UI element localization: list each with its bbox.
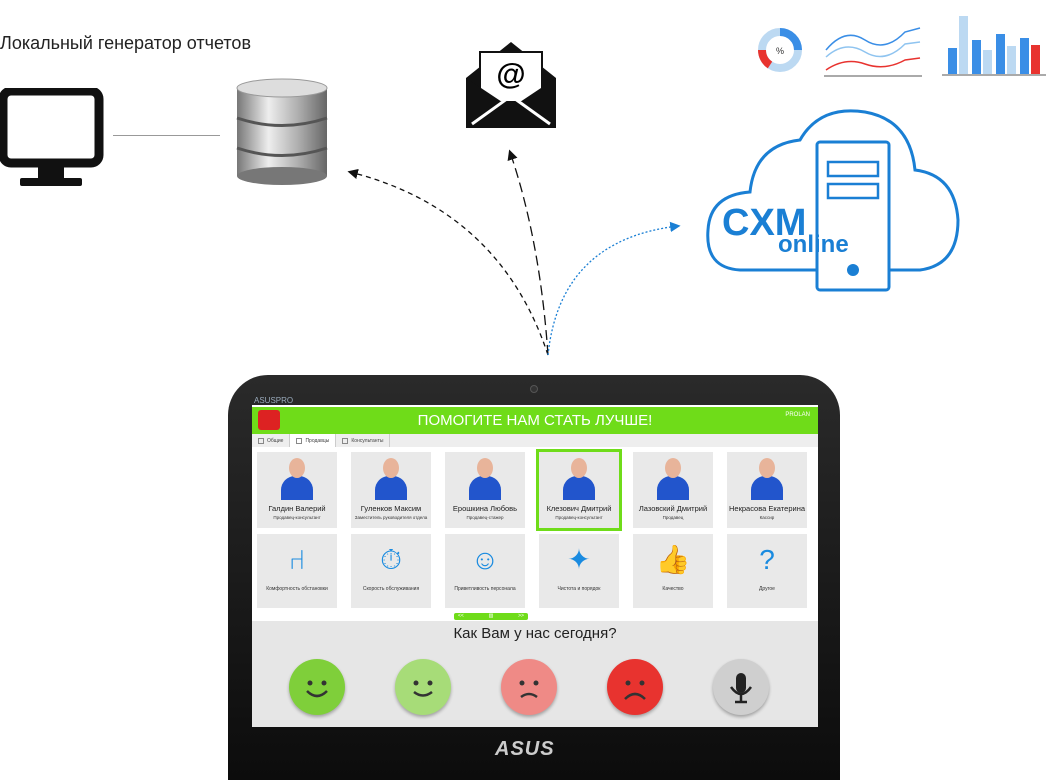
staff-card[interactable]: Галдин Валерий Продавец-консультант xyxy=(257,452,337,528)
donut-label: % xyxy=(776,46,784,56)
thumbs-up-icon: 👍 xyxy=(655,544,691,575)
staff-name: Некрасова Екатерина xyxy=(728,504,806,513)
staff-role: Продавец-консультант xyxy=(555,515,603,520)
asus-logo: ASUS xyxy=(495,738,555,760)
category-card[interactable]: ☺ Приветливость персонала xyxy=(445,534,525,608)
svg-text:@: @ xyxy=(496,58,525,91)
category-card[interactable]: ⑁ Комфортность обстановки xyxy=(257,534,337,608)
staff-card[interactable]: Лазовский Дмитрий Продавец xyxy=(633,452,713,528)
face-icon xyxy=(413,680,433,697)
staff-photo xyxy=(469,458,501,500)
category-label: Комфортность обстановки xyxy=(266,586,328,592)
monitor-icon xyxy=(0,88,104,186)
tab-label: Консультанты xyxy=(351,437,384,444)
feedback-app-screen: ПОМОГИТЕ НАМ СТАТЬ ЛУЧШЕ! PROLAN Общие П… xyxy=(252,405,818,727)
staff-card[interactable]: Гуленков Максим Заместитель руководителя… xyxy=(351,452,431,528)
staff-card[interactable]: Ерошкина Любовь Продавец-стажер xyxy=(445,452,525,528)
face-icon xyxy=(624,680,646,700)
cxm-online-cloud-icon: CXM online xyxy=(706,109,960,292)
tab-label: Общие xyxy=(267,437,284,444)
rating-voice-button[interactable] xyxy=(713,659,769,715)
staff-name: Галдин Валерий xyxy=(268,504,326,513)
staff-name: Гуленков Максим xyxy=(360,504,422,513)
camera xyxy=(530,385,538,393)
staff-photo xyxy=(657,458,689,500)
rating-bad-button[interactable] xyxy=(501,659,557,715)
category-card[interactable]: ? Другое xyxy=(727,534,807,608)
stopwatch-icon: ⏱ xyxy=(380,544,402,575)
pager-next[interactable]: >> xyxy=(518,613,524,619)
email-icon: @ xyxy=(466,42,556,128)
staff-role: Заместитель руководителя отдела xyxy=(354,515,428,520)
staff-icon: ☺ xyxy=(470,544,500,575)
analytics-charts-icon: % xyxy=(757,16,1046,77)
staff-card[interactable]: Клезович Дмитрий Продавец-консультант xyxy=(536,449,622,531)
staff-name: Ерошкина Любовь xyxy=(452,504,518,513)
category-label: Приветливость персонала xyxy=(454,586,516,592)
tab-label: Продавцы xyxy=(305,437,330,444)
armchair-icon: ⑁ xyxy=(288,544,306,575)
face-icon xyxy=(519,680,539,699)
rating-very-good-button[interactable] xyxy=(289,659,345,715)
category-card[interactable]: ⏱ Скорость обслуживания xyxy=(351,534,431,608)
store-logo xyxy=(258,410,280,430)
category-card[interactable]: ✦ Чистота и порядок xyxy=(539,534,619,608)
tab-bar: Общие Продавцы Консультанты xyxy=(252,434,818,447)
category-card[interactable]: 👍 Качество xyxy=(633,534,713,608)
connection-line xyxy=(113,135,220,136)
staff-name: Клезович Дмитрий xyxy=(546,504,612,513)
online-text: online xyxy=(778,231,849,258)
pager[interactable]: << ▥ >> xyxy=(454,613,528,620)
checkbox[interactable] xyxy=(296,437,303,444)
tab-consultants[interactable]: Консультанты xyxy=(336,434,391,447)
pager-prev[interactable]: << xyxy=(458,613,464,619)
category-label: Скорость обслуживания xyxy=(362,586,420,592)
microphone-icon xyxy=(729,673,753,704)
face-icon xyxy=(306,680,328,698)
checkbox[interactable] xyxy=(342,437,349,444)
cxm-text: CXM xyxy=(722,202,806,244)
prolan-logo: PROLAN xyxy=(785,412,810,418)
local-report-generator-label: Локальный генератор отчетов xyxy=(0,33,252,53)
rating-panel: Как Вам у нас сегодня? xyxy=(252,621,818,727)
question-icon: ? xyxy=(759,544,775,575)
tab-general[interactable]: Общие xyxy=(252,434,291,447)
device-brand-label: ASUSPRO xyxy=(254,396,294,405)
staff-name: Лазовский Дмитрий xyxy=(638,504,708,513)
staff-role: Продавец-стажер xyxy=(466,515,504,520)
staff-role: Кассир xyxy=(759,515,775,520)
app-header: ПОМОГИТЕ НАМ СТАТЬ ЛУЧШЕ! PROLAN xyxy=(252,407,818,434)
staff-role: Продавец-консультант xyxy=(273,515,321,520)
staff-photo xyxy=(563,458,595,500)
staff-photo xyxy=(751,458,783,500)
rating-good-button[interactable] xyxy=(395,659,451,715)
staff-role: Продавец xyxy=(662,515,684,520)
checkbox[interactable] xyxy=(258,437,264,444)
category-label: Другое xyxy=(759,586,775,592)
staff-photo xyxy=(375,458,407,500)
pager-indicator: ▥ xyxy=(488,613,494,619)
category-label: Качество xyxy=(662,586,684,592)
header-title: ПОМОГИТЕ НАМ СТАТЬ ЛУЧШЕ! xyxy=(417,412,653,429)
broom-icon: ✦ xyxy=(567,544,591,575)
staff-photo xyxy=(281,458,313,500)
staff-card[interactable]: Некрасова Екатерина Кассир xyxy=(727,452,807,528)
category-label: Чистота и порядок xyxy=(557,586,601,592)
tab-sellers[interactable]: Продавцы xyxy=(290,434,337,447)
rating-very-bad-button[interactable] xyxy=(607,659,663,715)
database-icon xyxy=(236,78,328,185)
data-flow-arrows xyxy=(347,149,681,356)
rating-question: Как Вам у нас сегодня? xyxy=(453,625,617,642)
